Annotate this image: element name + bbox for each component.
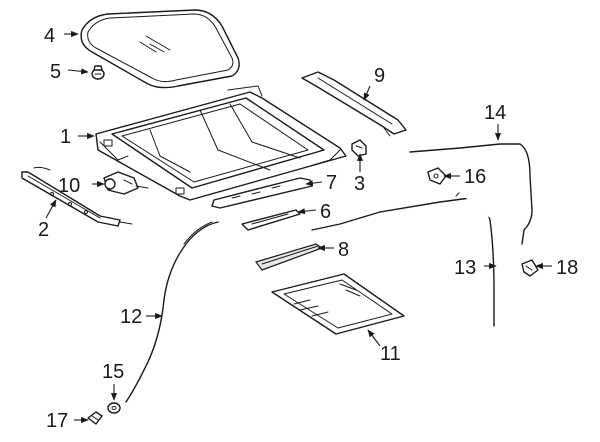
callout-6: 6 — [320, 201, 331, 223]
drain-hose-upper — [409, 143, 533, 245]
callout-12: 12 — [120, 306, 142, 328]
sunroof-motor — [103, 171, 149, 195]
sunshade-bar — [255, 243, 324, 271]
callout-17: 17 — [46, 410, 68, 432]
callout-14: 14 — [484, 102, 506, 124]
clip-3 — [351, 139, 367, 157]
callout-8: 8 — [338, 239, 349, 261]
callout-15: 15 — [102, 361, 124, 383]
callout-1: 1 — [60, 126, 71, 148]
connector-16 — [427, 167, 447, 185]
deflector-rail — [301, 71, 407, 137]
trim-strip — [241, 209, 301, 231]
callout-4: 4 — [44, 25, 55, 47]
callout-7: 7 — [326, 172, 337, 194]
callout-11: 11 — [380, 343, 401, 365]
callout-9: 9 — [374, 65, 385, 87]
callout-5: 5 — [50, 61, 61, 83]
side-rail — [21, 166, 133, 227]
drain-hose-left — [125, 221, 219, 403]
callout-3: 3 — [354, 173, 365, 195]
grommet — [107, 402, 121, 414]
callout-2: 2 — [38, 219, 49, 241]
callout-labels: 4 5 1 10 2 9 3 7 6 8 11 12 13 14 15 16 1… — [38, 25, 578, 432]
glass-panel — [80, 9, 240, 89]
callout-10: 10 — [58, 175, 80, 197]
callout-16: 16 — [464, 166, 486, 188]
clip-17 — [87, 411, 103, 425]
leader-lines — [45, 30, 552, 424]
sunroof-frame — [95, 85, 347, 201]
connector-18 — [521, 259, 539, 277]
callout-18: 18 — [556, 257, 578, 279]
callout-13: 13 — [454, 257, 476, 279]
sunshade-panel — [271, 273, 405, 335]
screw — [91, 65, 105, 80]
